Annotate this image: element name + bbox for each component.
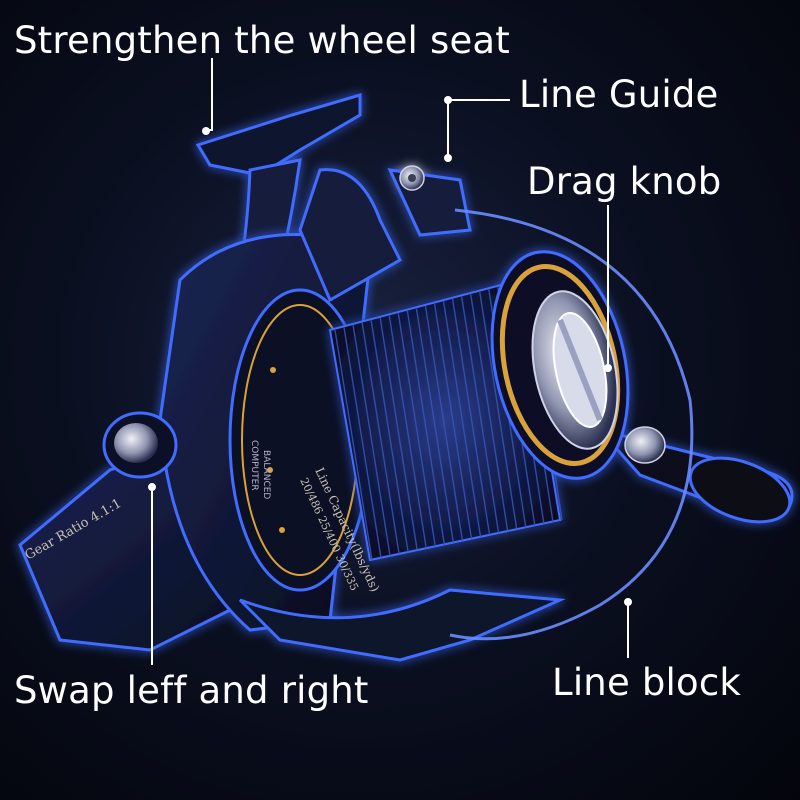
handle-knob [102,411,666,479]
bail-wire [449,208,694,641]
callout-line-guide: Line Guide [519,73,719,116]
leader-lines [148,58,632,665]
spool-line-wrap [479,291,518,530]
callout-line-block: Line block [552,661,742,704]
spool-line-wrap [460,296,500,534]
brand-marking-computer: COMPUTER [249,440,259,491]
spool-line-wrap [388,315,427,549]
spool-line-wrap [352,325,391,557]
spool-line-wrap [415,308,455,543]
spool-line-wrap [406,310,446,545]
spool-line-wrap [343,327,382,559]
callout-drag-knob: Drag knob [527,160,722,203]
brand-marking-balanced: BALANCED [261,450,271,499]
spool-line-wrap [379,317,418,551]
spool-line-wrap [451,298,491,536]
spool-line-wrap [424,306,464,542]
spool-line-wrap [361,322,400,555]
spool-line-wrap [442,301,482,538]
line-guide-roller [387,165,472,237]
spool-line-wrap [334,329,373,561]
leader-line-guide [447,99,510,155]
callout-wheel-seat: Strengthen the wheel seat [14,19,511,62]
spool-line-wrap [397,313,437,547]
callout-swap-handle: Swap leff and right [14,669,369,712]
spool-line-wrap [370,320,409,553]
rotor-cup [228,288,372,592]
leader-wheel-seat [205,58,213,131]
spool-line-wrap [470,294,509,532]
spool-line-wrap [433,303,473,540]
drag-knob [531,290,619,450]
